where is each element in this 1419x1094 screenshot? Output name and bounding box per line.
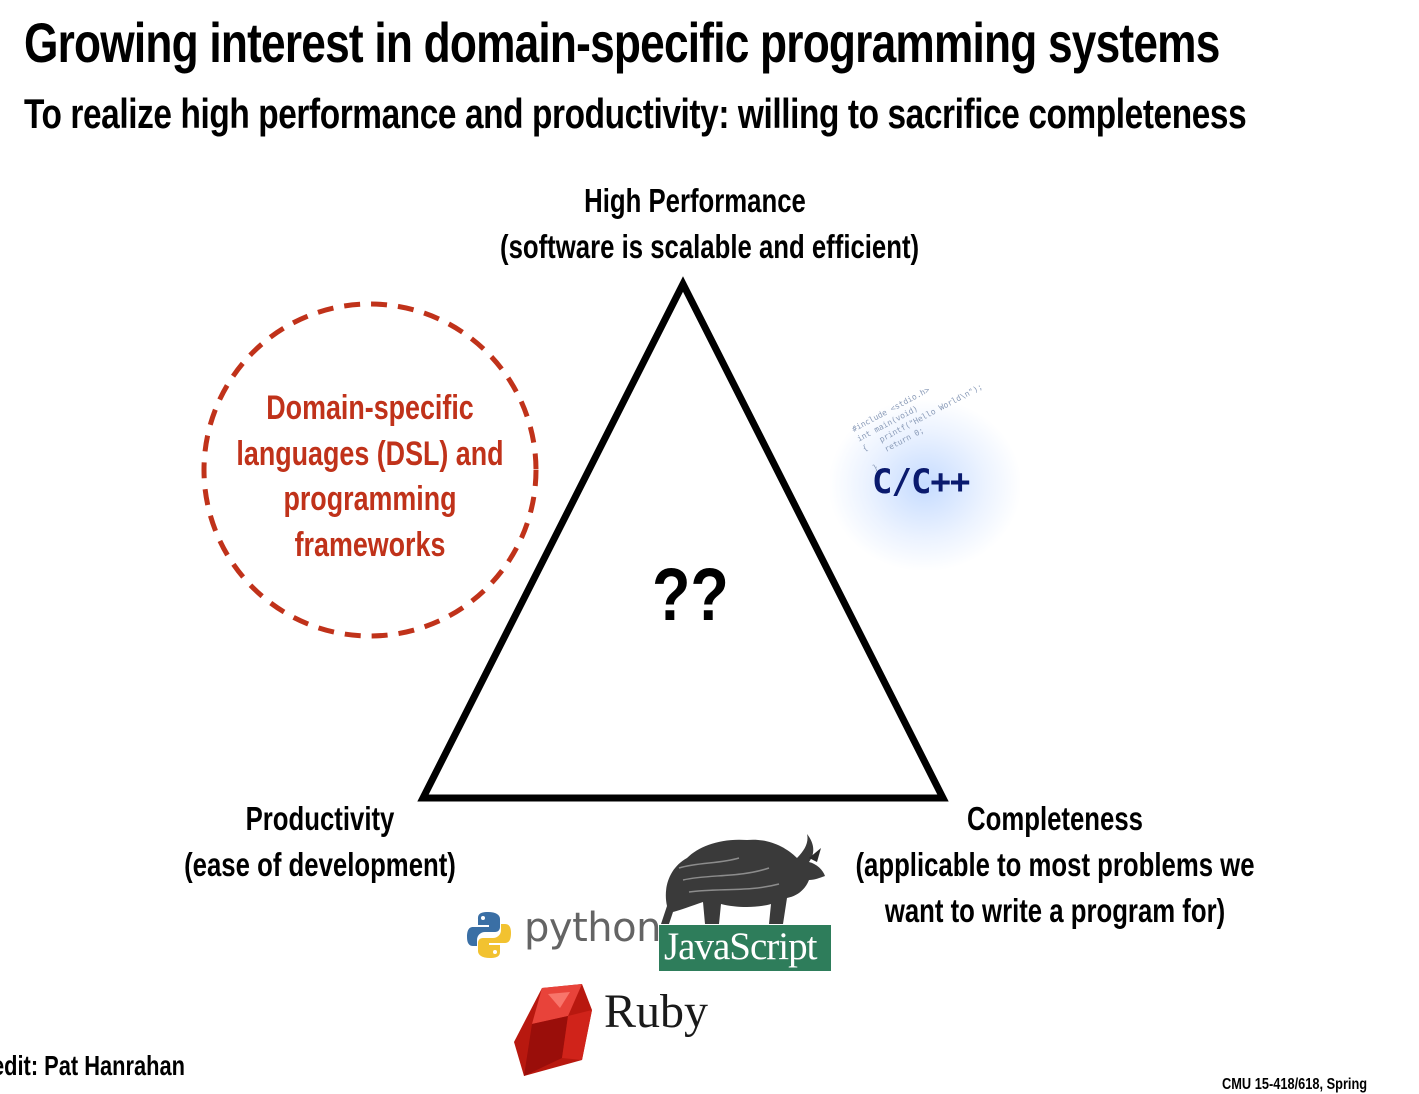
python-label: python (524, 905, 661, 951)
tradeoff-triangle (417, 276, 949, 802)
image-credit: edit: Pat Hanrahan (0, 1050, 185, 1081)
dsl-line-3: programming (283, 480, 457, 518)
corner-productivity: Productivity (ease of development) (125, 796, 515, 888)
corner-completeness: Completeness (applicable to most problem… (833, 796, 1278, 934)
course-footer: CMU 15-418/618, Spring (1222, 1076, 1368, 1093)
dsl-label: Domain-specific languages (DSL) and prog… (232, 386, 509, 568)
dsl-line-2: languages (DSL) and (236, 434, 504, 473)
corner-right-description-2: want to write a program for) (884, 892, 1226, 929)
corner-top-description: (software is scalable and efficient) (500, 228, 920, 265)
slide-subtitle: To realize high performance and producti… (24, 90, 1247, 137)
ruby-gem-icon (514, 984, 592, 1076)
dsl-line-4: frameworks (294, 525, 446, 564)
corner-right-description-1: (applicable to most problems we (855, 846, 1255, 883)
rhino-icon (661, 834, 825, 924)
dsl-dashed-circle (201, 301, 539, 639)
javascript-label: JavaScript (664, 925, 817, 968)
corner-left-description: (ease of development) (184, 846, 456, 883)
javascript-band (659, 925, 831, 971)
corner-top-title: High Performance (584, 182, 806, 219)
corner-high-performance: High Performance (software is scalable a… (500, 178, 920, 270)
corner-left-title: Productivity (245, 800, 395, 837)
dsl-line-1: Domain-specific (266, 389, 474, 427)
ruby-label: Ruby (604, 985, 709, 1038)
cpp-label: C/C++ (872, 462, 970, 502)
corner-right-title: Completeness (967, 800, 1143, 837)
slide-title: Growing interest in domain-specific prog… (24, 11, 1220, 74)
unknown-center-mark: ?? (652, 553, 729, 636)
cpp-glow (830, 400, 1020, 570)
python-logo-icon (467, 912, 511, 958)
